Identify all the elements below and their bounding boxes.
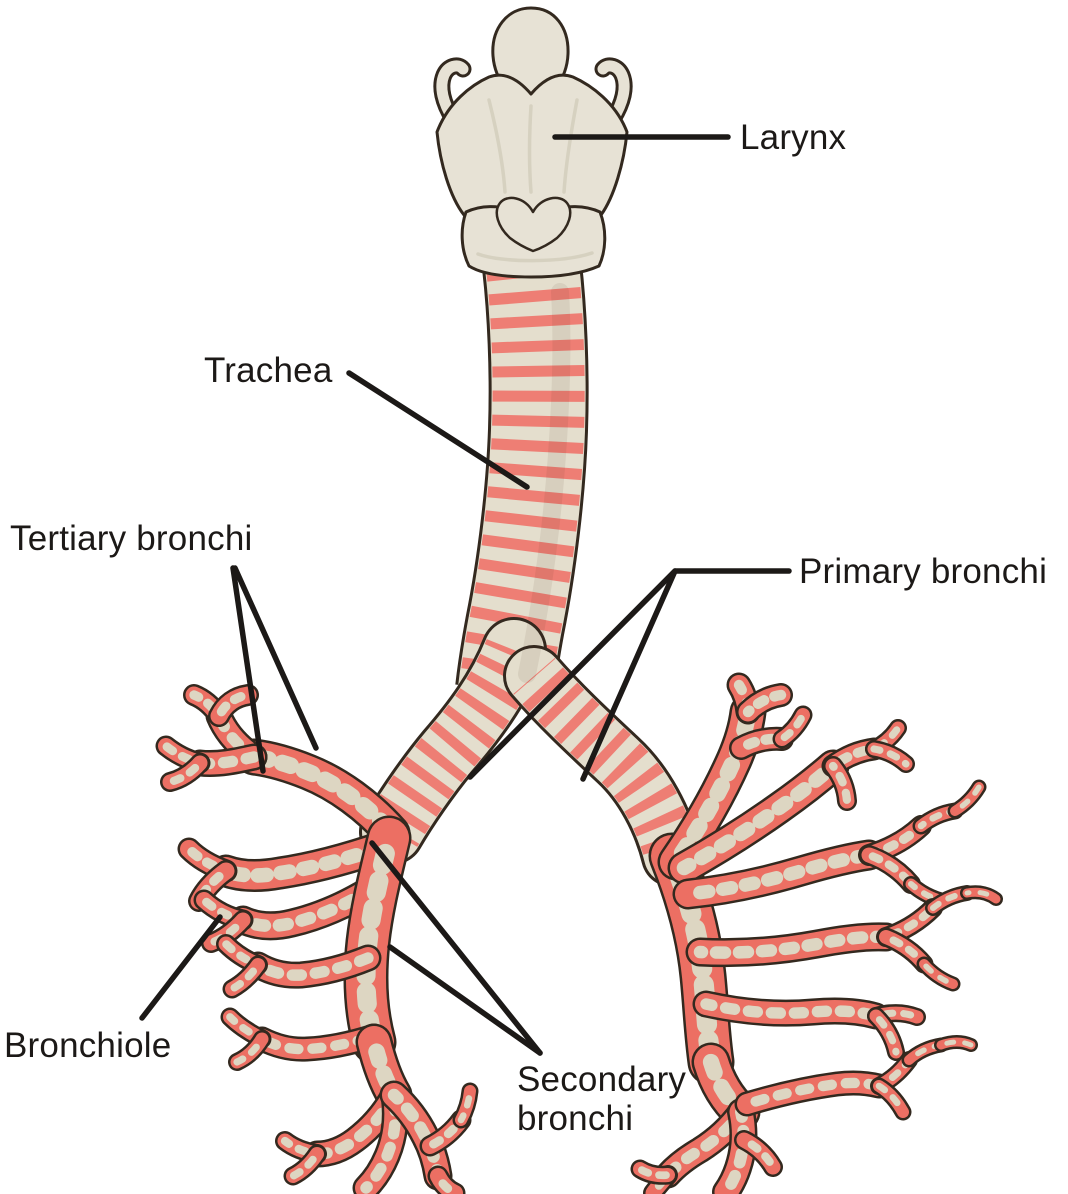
bronchial-branch-patches <box>778 711 807 743</box>
label-primary-bronchi: Primary bronchi <box>799 552 1048 591</box>
bronchial-branch-patches <box>921 961 956 987</box>
bronchial-branch-patches <box>693 930 893 959</box>
bronchial-branch-patches <box>252 952 374 981</box>
bronchial-branch-patches <box>387 1088 445 1183</box>
bronchial-branch-patches <box>433 1171 460 1194</box>
leader-bronchiole <box>139 914 223 1021</box>
leader-secondary-a <box>369 840 543 1056</box>
cricoid-heart-notch <box>495 196 572 253</box>
bronchial-branch-patches <box>952 784 982 814</box>
bronchial-branch-patches <box>636 1165 672 1180</box>
bronchial-branch-patches <box>228 961 262 993</box>
bronchial-branch-patches <box>681 848 876 901</box>
bronchial-branch-patches <box>676 758 841 876</box>
right-horn-icon <box>597 60 630 125</box>
bronchial-branch-patches <box>720 1106 750 1194</box>
trachea-shading <box>518 283 571 683</box>
thyroid-fold-left <box>487 98 507 194</box>
bronchial-branch-patches <box>741 1077 885 1110</box>
bronchial-branch-patches <box>739 1135 778 1172</box>
label-trachea: Trachea <box>204 351 333 390</box>
leader-lines <box>139 134 792 1056</box>
cricoid-shade <box>476 251 594 263</box>
bronchial-branch-patches <box>189 690 224 721</box>
thyroid-cartilage-shape <box>435 73 629 218</box>
bronchial-branch-patches <box>828 761 852 806</box>
bronchial-branch-patches <box>165 758 205 787</box>
bronchial-branch-tube <box>238 741 408 849</box>
bronchial-tree-artwork <box>155 260 1003 1194</box>
thyroid-fold-center <box>527 104 533 194</box>
bronchial-branch-patches <box>875 1082 907 1116</box>
label-tertiary-bronchi: Tertiary bronchi <box>10 519 253 558</box>
label-secondary-bronchi: Secondary bronchi <box>517 1060 687 1138</box>
leader-primary-b <box>580 568 678 782</box>
bronchial-branch-patches <box>735 733 788 754</box>
bronchial-branch-patches <box>289 1150 321 1180</box>
bronchial-branch-patches <box>938 1039 974 1048</box>
bronchial-branch-patches <box>256 1030 380 1055</box>
left-horn-icon <box>436 60 469 125</box>
bronchial-branch-patches <box>648 1170 673 1194</box>
bronchial-branch-patches <box>870 745 910 768</box>
bronchial-branch-patches <box>245 748 401 842</box>
larynx-illustration <box>433 6 633 279</box>
label-bronchiole: Bronchiole <box>4 1026 172 1065</box>
bronchial-branch-patches <box>964 889 999 902</box>
bronchial-branch-patches <box>742 689 787 718</box>
bronchial-branch-patches <box>233 1035 266 1066</box>
label-larynx: Larynx <box>740 118 847 157</box>
bronchial-branch-patches <box>206 915 248 948</box>
bronchial-branch-patches <box>872 1009 921 1021</box>
bronchial-branch-patches <box>218 838 393 883</box>
leader-trachea <box>346 370 530 490</box>
bronchial-branch-patches <box>214 690 253 721</box>
bronchial-branch-patches <box>667 703 757 871</box>
leader-tertiary-a <box>230 565 266 774</box>
right-primary-bronchus-rings <box>513 657 699 864</box>
leader-secondary-b <box>387 944 543 1056</box>
left-primary-bronchus-tube <box>362 620 544 862</box>
leader-tertiary-b <box>232 565 319 751</box>
bronchial-branch-patches <box>700 998 882 1022</box>
left-secondary-bronchus-patches <box>356 828 399 1052</box>
bronchial-branch-patches <box>457 1087 474 1124</box>
bronchial-branch-patches <box>872 1012 900 1056</box>
thyroid-fold-right <box>562 98 579 194</box>
